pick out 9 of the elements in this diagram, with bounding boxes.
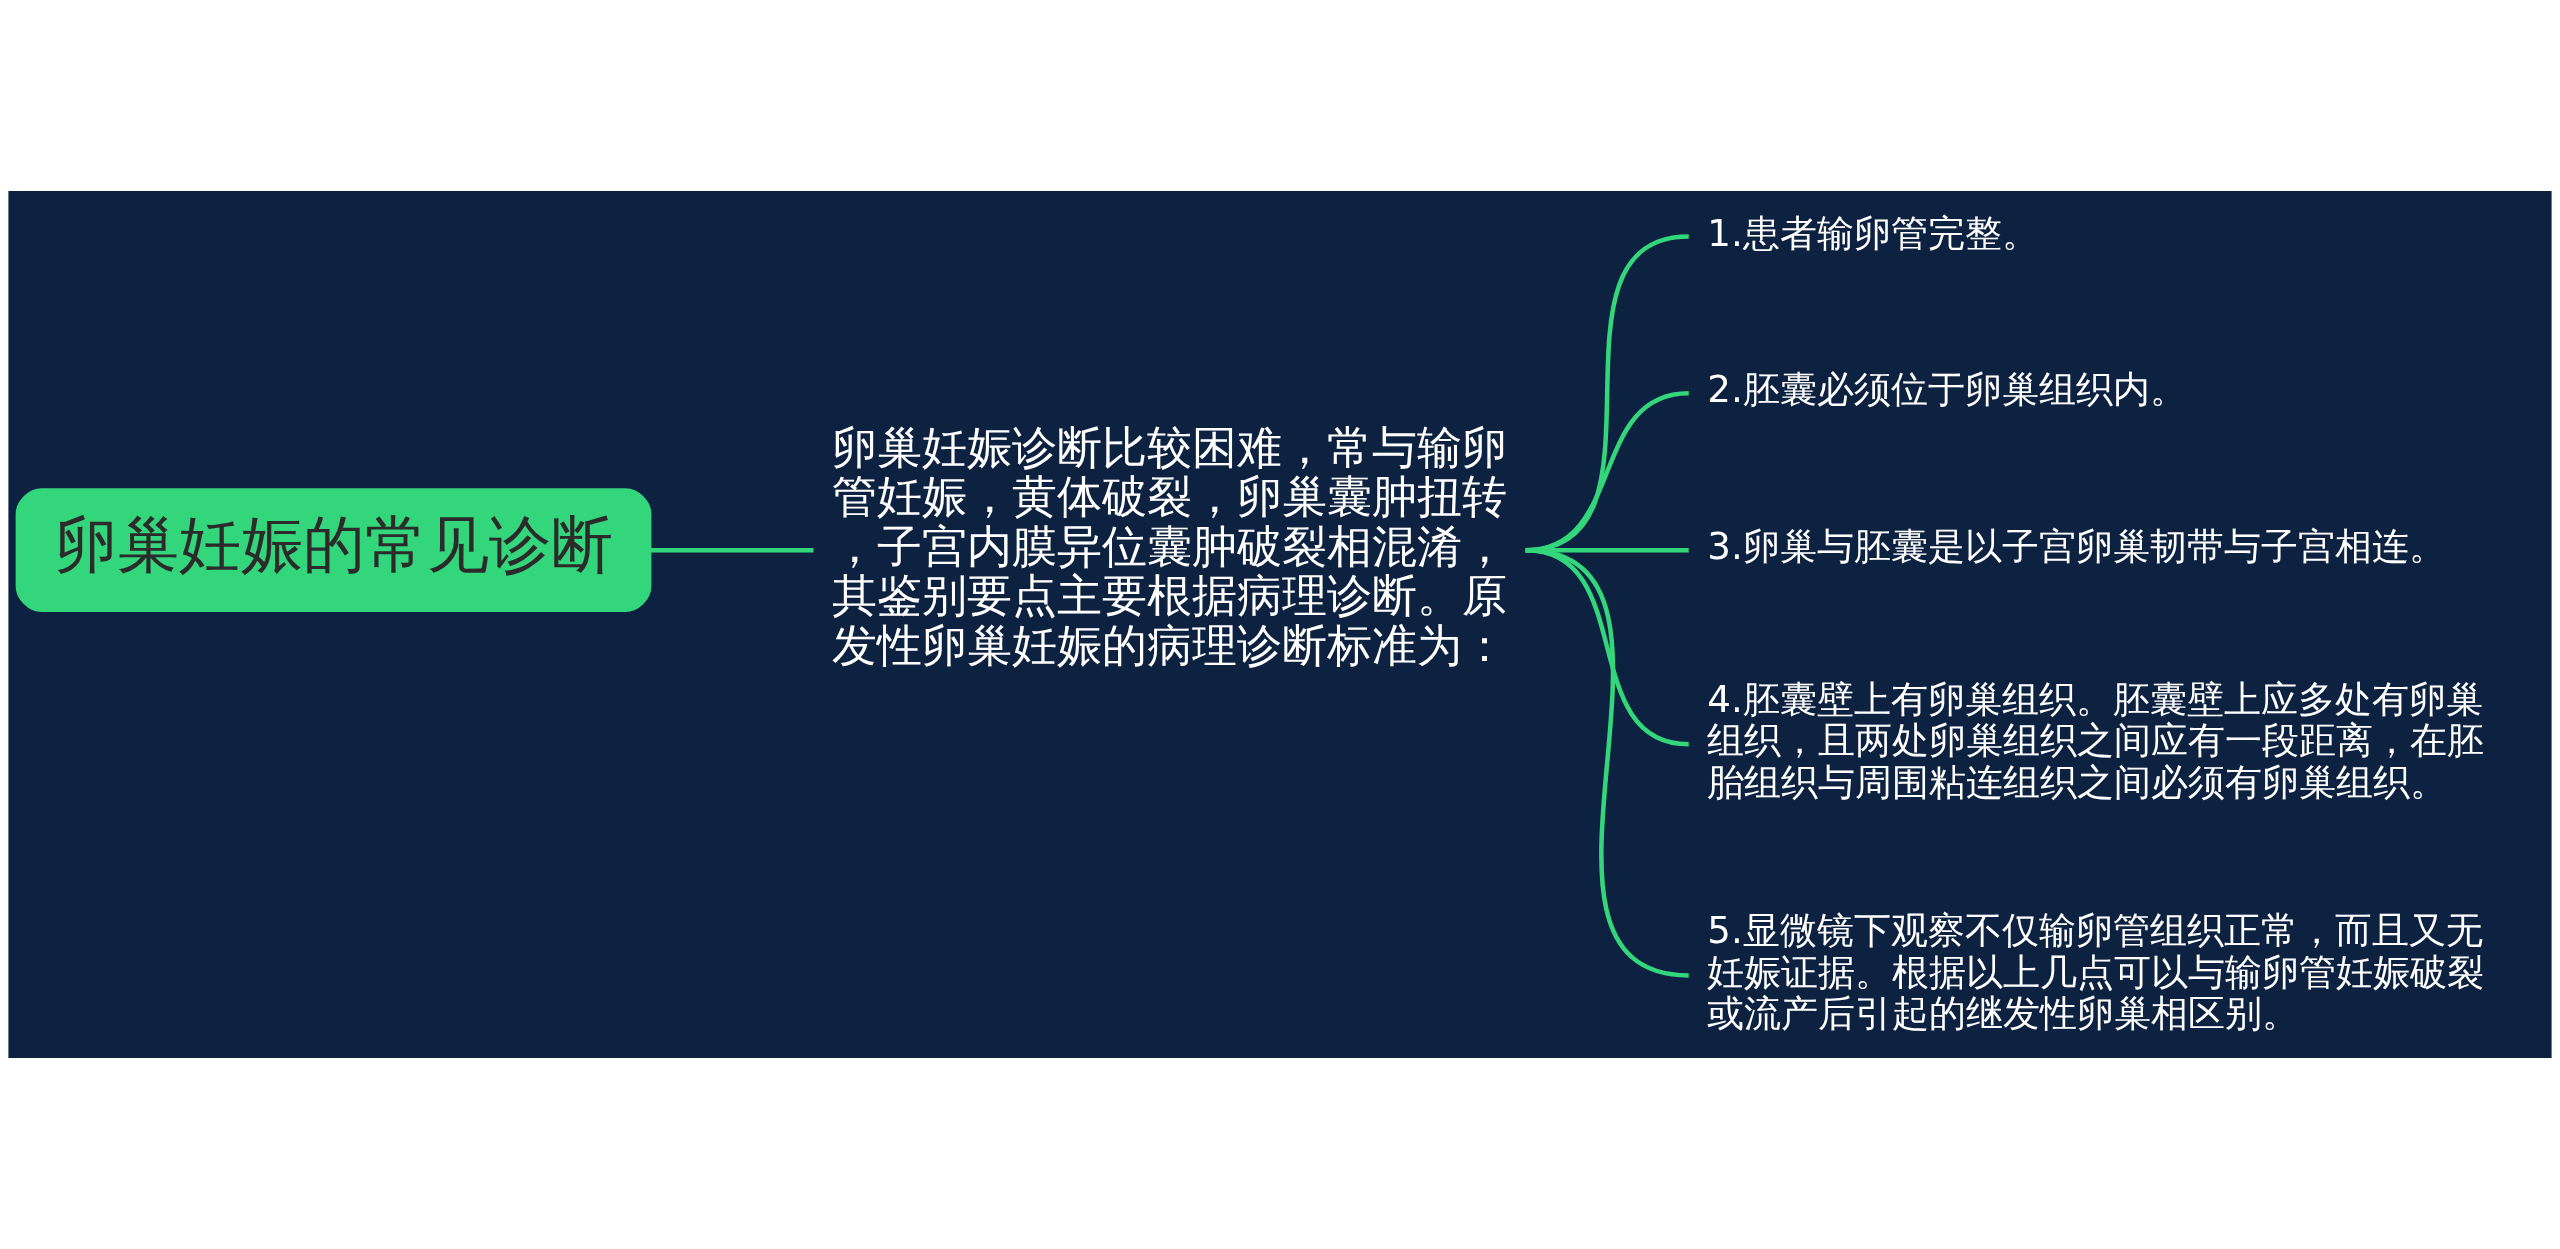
node-box: 卵巢妊娠的常见诊断 (15, 488, 652, 613)
connector (650, 547, 814, 553)
node-text: 1.患者输卵管完整。 (1707, 211, 2039, 255)
node-text: 2.胚囊必须位于卵巢组织内。 (1707, 368, 2187, 412)
node-text: 3.卵巢与胚囊是以子宫卵巢韧带与子宫相连。 (1707, 525, 2446, 569)
node-text: 卵巢妊娠诊断比较困难，常与输卵管妊娠，黄体破裂，卵巢囊肿扭转，子宫内膜异位囊肿破裂相混淆，其鉴别要点主要根据病理诊断。原发性卵巢妊娠的病理诊断标准为： (832, 420, 1508, 672)
node-text: 5.显微镜下观察不仅输卵管组织正常，而且又无妊娠证据。根据以上几点可以与输卵管妊娠破裂或流产后引起的继发性卵巢相区别。 (1707, 909, 2485, 1035)
node-text: 4.胚囊壁上有卵巢组织。胚囊壁上应多处有卵巢组织，且两处卵巢组织之间应有一段距离，在胚胎组织与周围粘连组织之间必须有卵巢组织。 (1707, 678, 2485, 804)
connector (1525, 547, 1690, 978)
